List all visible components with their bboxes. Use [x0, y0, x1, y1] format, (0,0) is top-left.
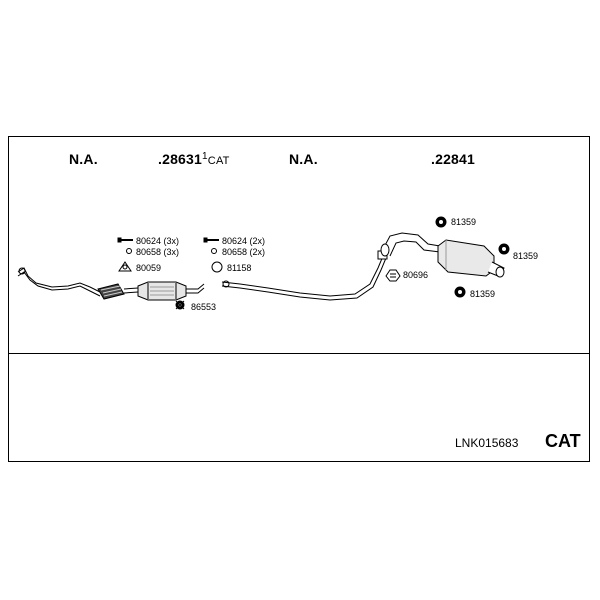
label-81158: 81158	[227, 263, 252, 273]
bolt-icon-2x	[203, 237, 219, 243]
kit-code: LNK015683	[455, 436, 519, 450]
header-na-2: N.A.	[289, 151, 318, 167]
link-pipe	[123, 287, 139, 294]
header-footnote-mark: 1	[202, 151, 208, 162]
rear-muffler	[437, 239, 505, 278]
label-81359-top: 81359	[451, 217, 477, 227]
label-80658-3x: 80658 (3x)	[136, 247, 180, 257]
middle-pipe	[221, 250, 388, 301]
flex-pipe	[97, 283, 125, 300]
label-81359-right: 81359	[513, 251, 539, 261]
header-cat-suffix: CAT	[207, 155, 230, 167]
front-pipe	[17, 267, 101, 297]
header-part-number: .28631	[158, 151, 203, 167]
gasket-80059	[118, 261, 132, 272]
header-na-1: N.A.	[69, 151, 98, 167]
label-80059: 80059	[136, 263, 162, 273]
rubber-hanger-86553	[175, 300, 185, 310]
catalytic-converter	[137, 281, 205, 301]
label-80624-3x: 80624 (3x)	[136, 236, 180, 246]
bolt-icon-3x	[117, 237, 133, 243]
label-86553: 86553	[191, 302, 217, 312]
clamp-80696	[385, 269, 401, 282]
rubber-hanger-81359-right	[498, 243, 510, 255]
clamp-81158	[211, 261, 223, 273]
label-81359-bottom: 81359	[470, 289, 496, 299]
rear-pipe	[380, 232, 441, 257]
cat-marker: CAT	[545, 431, 581, 451]
rubber-hanger-81359-top	[435, 216, 447, 228]
label-80624-2x: 80624 (2x)	[222, 236, 266, 246]
label-80696: 80696	[403, 270, 429, 280]
rubber-hanger-81359-bottom	[454, 286, 466, 298]
label-80658-2x: 80658 (2x)	[222, 247, 266, 257]
frame-divider	[8, 353, 590, 354]
header-part-22841: .22841	[431, 151, 476, 167]
header-part-28631: .286311CAT	[158, 151, 230, 167]
nut-icon-2x	[211, 248, 217, 254]
diagram-frame	[8, 136, 590, 462]
nut-icon-3x	[126, 248, 132, 254]
